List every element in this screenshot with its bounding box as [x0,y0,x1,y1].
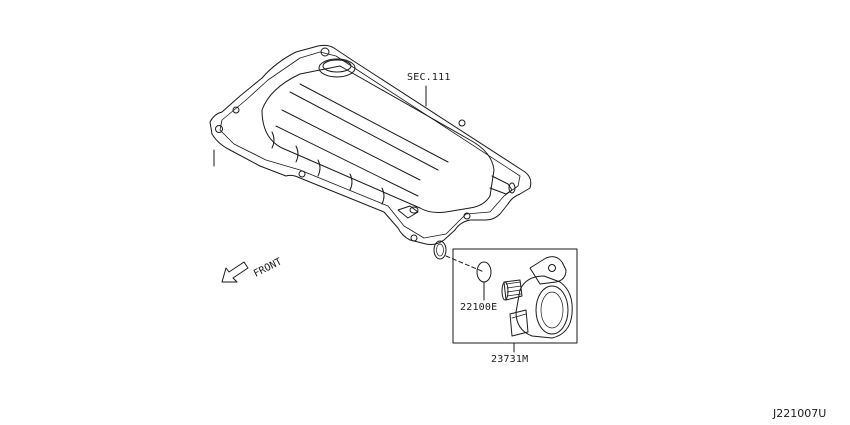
sensor-part [501,256,573,339]
front-arrow-icon [221,261,249,283]
section-ref-label: SEC.111 [407,72,451,83]
diagram-code: J221007U [773,407,827,420]
gasket-part-number: 22100E [460,302,498,313]
oring-on-cover [433,240,447,260]
detail-box [452,248,578,344]
valve-cover [209,44,532,245]
sensor-part-number: 23731M [491,354,529,365]
install-dash-line [445,255,485,273]
oring-detail [476,261,492,283]
